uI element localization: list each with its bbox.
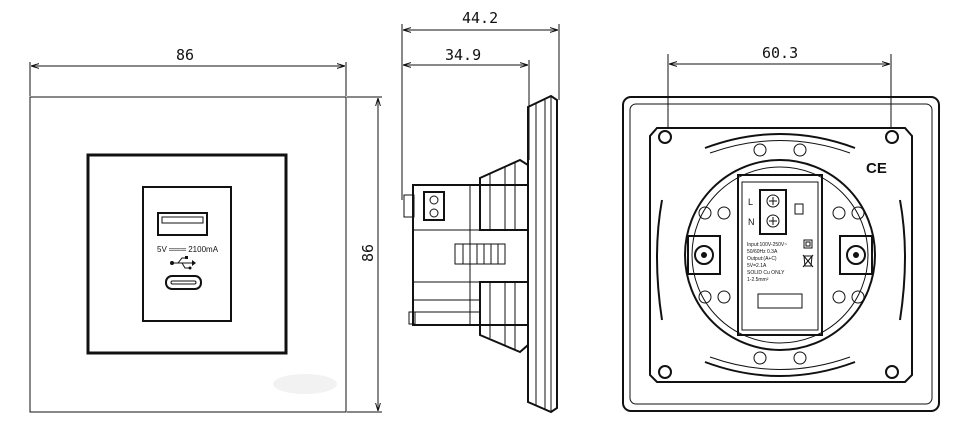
side-body-depth-dimension: 34.9 [445, 46, 481, 64]
spec-line-2: 50/60Hz 0.3A [747, 249, 778, 255]
right-terminal-block [839, 235, 873, 275]
spec-line-1: Input:100V-250V~ [747, 242, 787, 248]
front-view: 5V ═══ 2100mA 86 86 [29, 46, 382, 413]
weee-bin-icon [803, 255, 813, 267]
usb-symbol-icon [170, 256, 196, 270]
spec-label: Input:100V-250V~ 50/60Hz 0.3A Output:(A+… [747, 242, 787, 283]
side-front-plate [527, 94, 558, 414]
rear-center-module [737, 174, 823, 336]
spec-line-6: 1-2.5mm² [747, 277, 769, 283]
usb-rating-label: 5V ═══ 2100mA [157, 245, 219, 254]
rear-hole-spacing-dimension: 60.3 [762, 44, 798, 62]
ce-mark: CE [866, 160, 887, 177]
spec-line-5: SOLID Cu ONLY [747, 270, 785, 276]
mount-hole-bottom-left [658, 365, 672, 379]
side-view: 44.2 34.9 [401, 9, 560, 414]
front-outer-frame [29, 96, 347, 413]
mount-hole-bottom-right [885, 365, 899, 379]
rear-view: 60.3 [622, 44, 940, 412]
terminal-n-label: N [748, 217, 755, 227]
spec-line-4: 5V=2.1A [747, 263, 767, 269]
rear-module-body [684, 159, 876, 351]
front-height-dimension: 86 [359, 244, 377, 262]
spec-line-3: Output:(A+C) [747, 256, 777, 262]
terminal-l-label: L [748, 197, 753, 207]
rear-mounting-frame [649, 127, 913, 383]
front-width-dimension: 86 [176, 46, 194, 64]
mount-hole-top-right [885, 130, 899, 144]
side-overall-depth-dimension: 44.2 [462, 9, 498, 27]
smudge-mark [273, 374, 337, 394]
usb-a-port-icon [157, 212, 208, 236]
usb-module [142, 186, 232, 322]
left-terminal-block [687, 235, 721, 275]
rear-outer-frame [622, 96, 940, 412]
mount-hole-top-left [658, 130, 672, 144]
front-inner-plate [86, 153, 288, 355]
usb-c-port-icon [165, 275, 202, 290]
